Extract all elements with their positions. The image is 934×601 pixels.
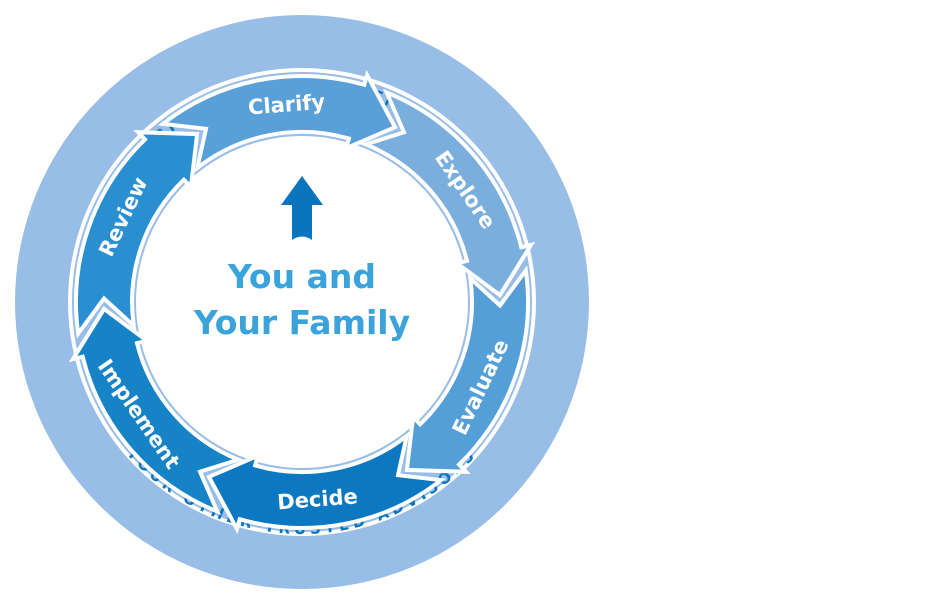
center-title-line2: Your Family [193, 303, 410, 342]
step-review: Review [74, 130, 200, 339]
arrow-up-icon [281, 176, 323, 240]
center-title-line1: You and [227, 257, 376, 296]
step-arrow [206, 430, 447, 535]
step-arrow [74, 130, 200, 339]
step-arrow [404, 265, 530, 474]
center-disc [136, 136, 468, 468]
step-arrow [157, 69, 398, 174]
step-arrow [359, 88, 536, 299]
step-evaluate: Evaluate [404, 265, 530, 474]
step-explore: Explore [359, 88, 536, 299]
process-steps: ClarifyExploreEvaluateDecideImplementRev… [68, 69, 536, 535]
step-arrow [68, 305, 245, 516]
step-decide: Decide [206, 430, 447, 535]
step-clarify: Clarify [157, 69, 398, 174]
